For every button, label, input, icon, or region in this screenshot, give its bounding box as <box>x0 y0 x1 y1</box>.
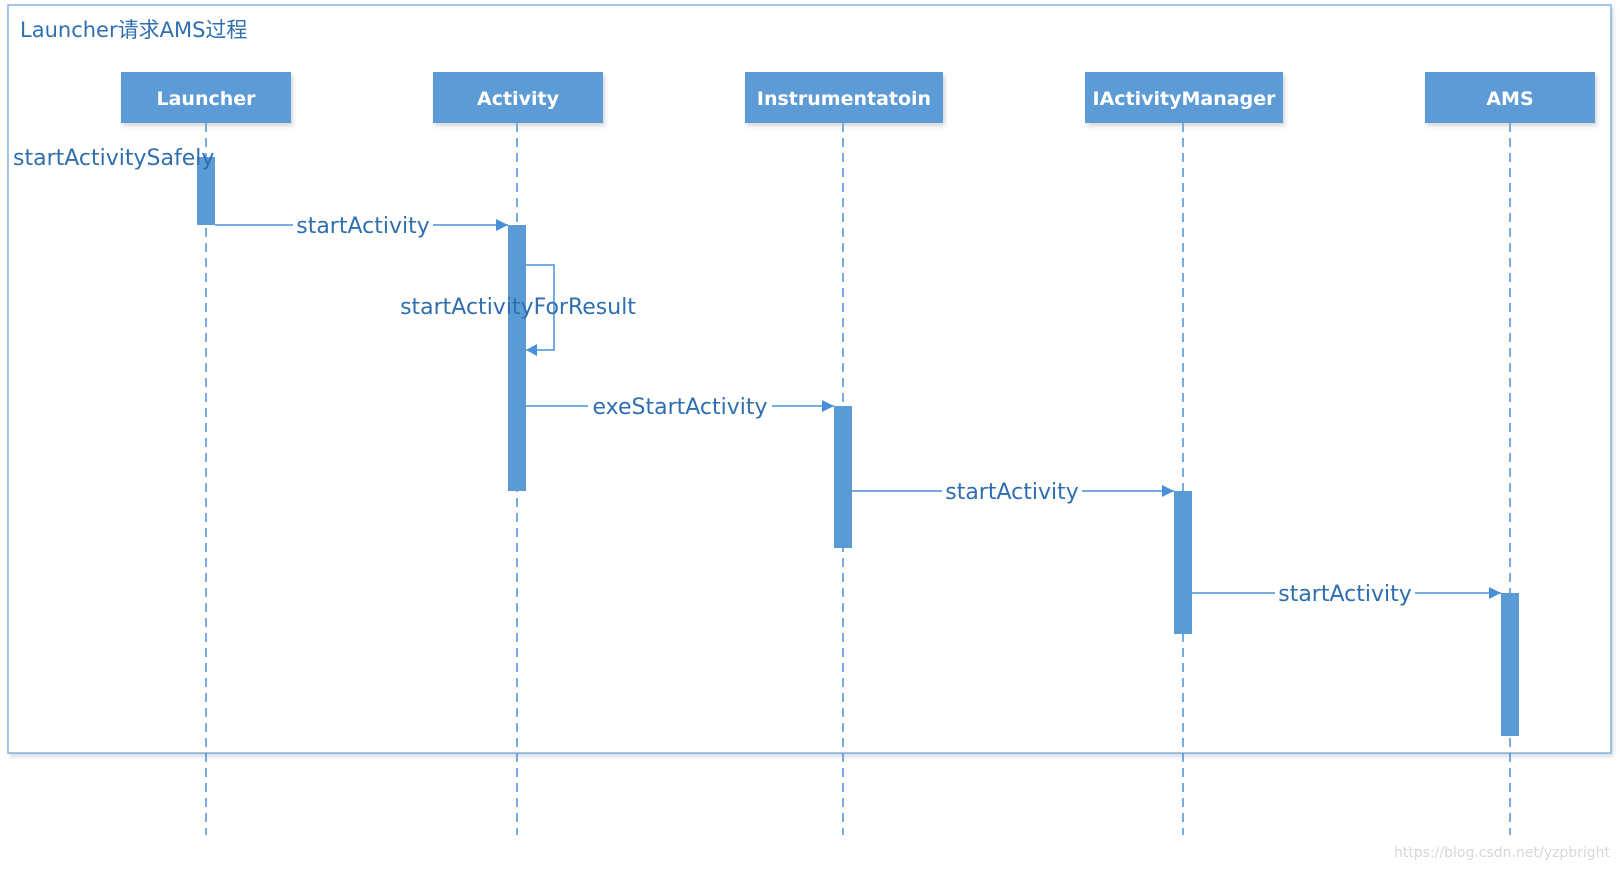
message-iactivitymanager-to-ams: startActivity <box>1192 578 1501 607</box>
actor-box-activity <box>433 72 603 123</box>
message-label-start-activity-3: startActivity <box>1278 582 1412 607</box>
actor-box-iactivitymanager <box>1085 72 1283 123</box>
activation-activity <box>508 225 526 491</box>
watermark: https://blog.csdn.net/yzpbright <box>1394 845 1611 861</box>
message-instrumentation-to-iactivitymanager: startActivity <box>852 476 1174 505</box>
arrowhead-icon <box>822 400 834 412</box>
arrowhead-icon <box>1162 485 1174 497</box>
message-activity-to-instrumentation: exeStartActivity <box>526 391 834 420</box>
message-label-start-activity-for-result: startActivityForResult <box>400 295 636 320</box>
activation-launcher <box>197 157 215 225</box>
message-label-start-activity-safely: startActivitySafely <box>13 146 214 171</box>
actor-box-instrumentation <box>745 72 943 123</box>
activation-instrumentation <box>834 406 852 548</box>
message-label-exe-start-activity: exeStartActivity <box>592 395 767 420</box>
arrowhead-icon <box>526 344 537 356</box>
arrowhead-icon <box>496 219 508 231</box>
diagram-frame <box>7 4 1612 754</box>
label-background <box>1275 578 1415 606</box>
actor-label-instrumentation: Instrumentatoin <box>757 88 931 110</box>
actor-ams: AMS <box>1425 72 1595 123</box>
self-call-line <box>526 264 555 351</box>
message-launcher-to-activity: startActivity <box>215 210 508 239</box>
actor-box-launcher <box>121 72 291 123</box>
message-label-start-activity-1: startActivity <box>296 214 430 239</box>
actor-activity: Activity <box>433 72 603 123</box>
frame-title: Launcher请求AMS过程 <box>20 18 247 42</box>
activation-ams <box>1501 593 1519 736</box>
actor-launcher: Launcher <box>121 72 291 123</box>
label-background <box>588 391 772 419</box>
arrowhead-icon <box>1489 587 1501 599</box>
actor-label-iactivitymanager: IActivityManager <box>1093 88 1277 110</box>
message-activity-self: startActivityForResult <box>400 264 636 356</box>
actor-label-ams: AMS <box>1486 88 1533 110</box>
actor-iactivitymanager: IActivityManager <box>1085 72 1283 123</box>
activation-bars <box>197 157 1519 736</box>
actor-label-activity: Activity <box>477 88 560 110</box>
label-background <box>293 210 433 238</box>
label-background <box>942 476 1082 504</box>
message-label-start-activity-2: startActivity <box>945 480 1079 505</box>
actor-label-launcher: Launcher <box>156 88 256 110</box>
actor-instrumentation: Instrumentatoin <box>745 72 943 123</box>
actor-box-ams <box>1425 72 1595 123</box>
activation-iactivitymanager <box>1174 491 1192 634</box>
